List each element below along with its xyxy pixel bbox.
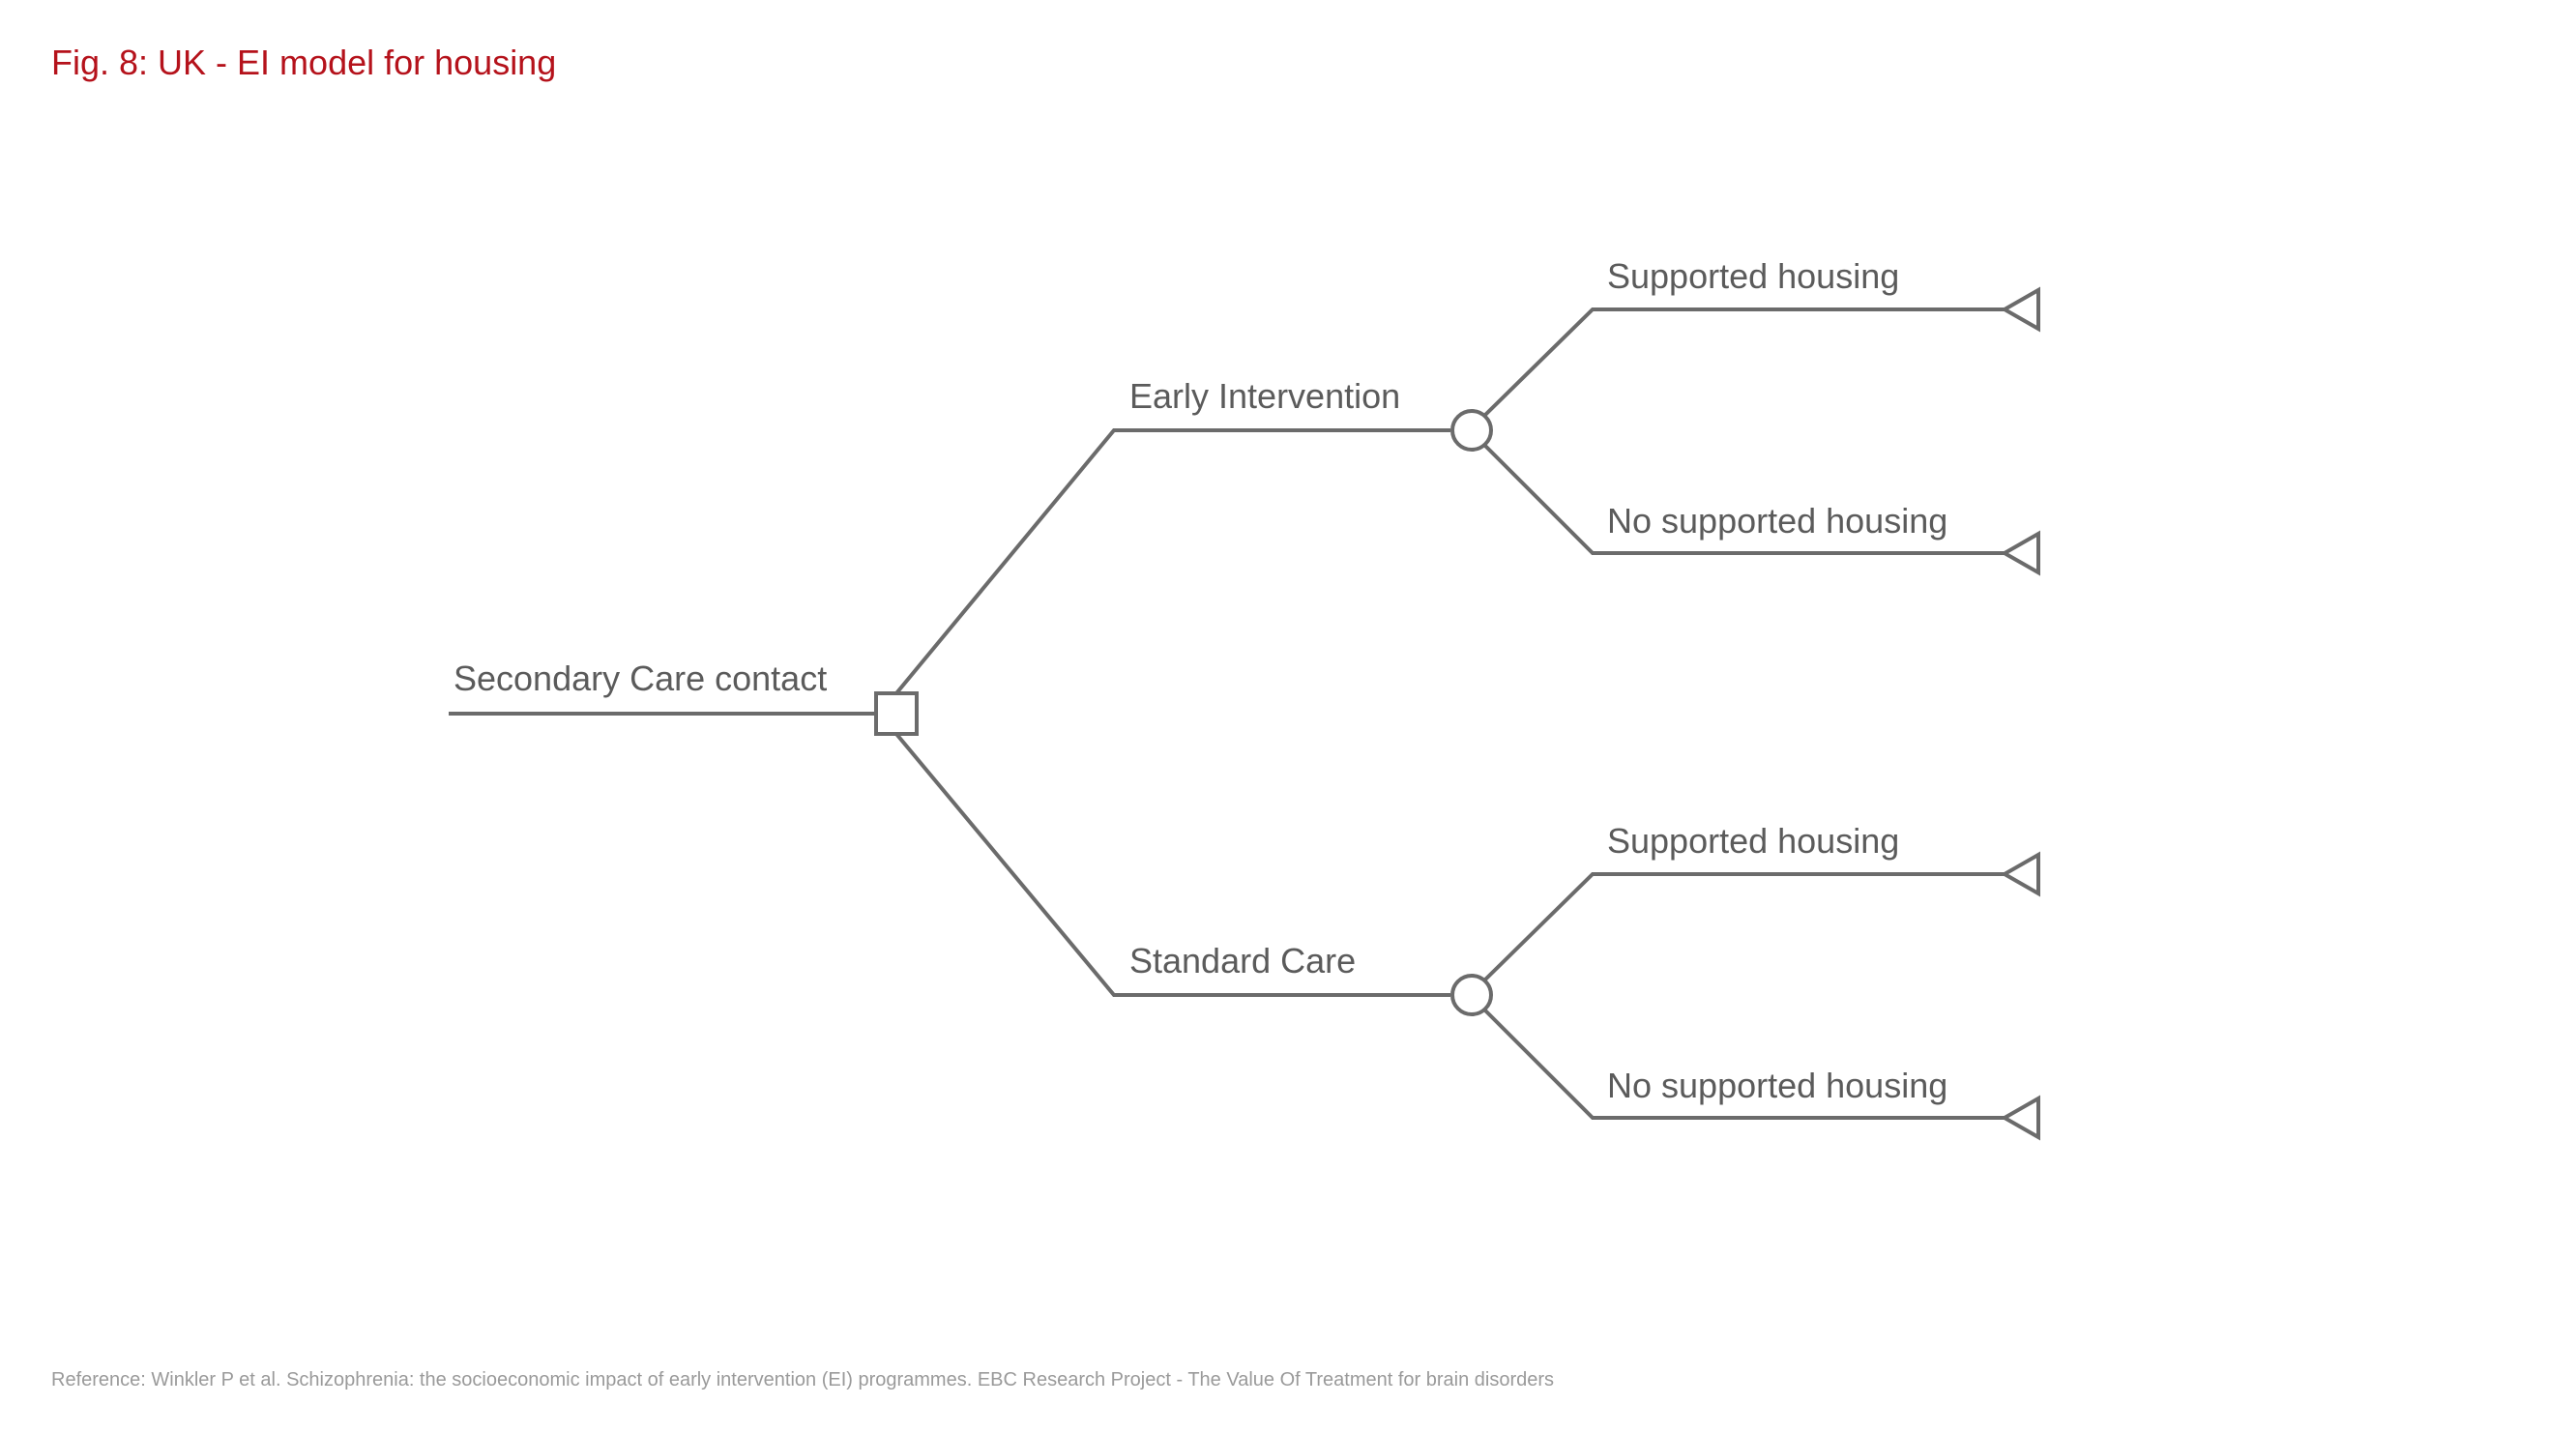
edge-ei-supported [1482,307,2005,418]
triangle-terminal-icon [2000,530,2040,576]
early-intervention-label: Early Intervention [1129,376,1400,416]
root-label: Secondary Care contact [454,658,827,698]
triangle-terminal-icon [2000,851,2040,897]
ei-no-supported-housing-label: No supported housing [1607,501,1947,541]
figure-title: Fig. 8: UK - EI model for housing [51,43,557,82]
sc-supported-housing-label: Supported housing [1607,821,1899,861]
triangle-terminal-icon [2000,286,2040,333]
edge-sc-supported [1482,872,2005,982]
edge-ei-no-supported [1482,443,2005,555]
standard-care-label: Standard Care [1129,941,1356,980]
circle-chance-icon [1450,974,1493,1016]
root-node-group: Secondary Care contact [449,658,876,716]
branch-standard-care: Standard Care Supported housing No suppo… [894,732,2040,1141]
ei-supported-housing-label: Supported housing [1607,256,1899,296]
sc-no-supported-housing-label: No supported housing [1607,1066,1947,1105]
edge-to-standard-care [894,732,1450,997]
branch-early-intervention: Early Intervention Supported housing No … [894,256,2040,695]
edge-sc-no-supported [1482,1008,2005,1120]
edge-to-early-intervention [894,428,1450,695]
square-decision-icon [874,691,919,736]
triangle-terminal-icon [2000,1095,2040,1141]
reference-citation: Reference: Winkler P et al. Schizophreni… [51,1369,1555,1390]
circle-chance-icon [1450,409,1493,452]
